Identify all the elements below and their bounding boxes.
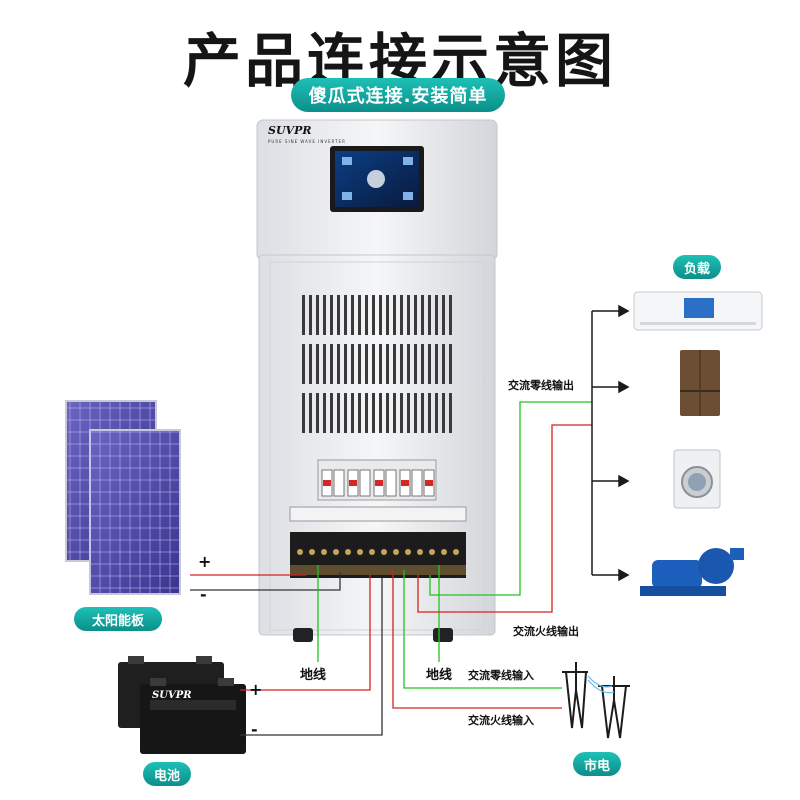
battery-minus-mark: - xyxy=(251,720,258,739)
ac-live-output-label: 交流火线输出 xyxy=(513,625,579,638)
ground-label-right: 地线 xyxy=(426,668,453,683)
solar-plus-mark: + xyxy=(198,552,212,571)
battery-plus-mark: + xyxy=(249,680,263,699)
ac-live-input-label: 交流火线输入 xyxy=(468,714,534,727)
inverter-brand: SUVPR xyxy=(268,124,312,137)
inverter-model-line: PURE SINE WAVE INVERTER xyxy=(268,139,346,144)
subtitle-badge: 傻瓜式连接.安装简单 xyxy=(291,78,505,112)
battery-label: 电池 xyxy=(143,762,191,786)
solar-minus-mark: - xyxy=(200,585,207,604)
ground-label-left: 地线 xyxy=(300,668,327,683)
inverter-top-cabinet xyxy=(256,119,498,261)
power-tower xyxy=(562,662,630,739)
solar-panels xyxy=(65,400,181,595)
solar-panel-label: 太阳能板 xyxy=(74,607,162,631)
battery-brand: SUVPR xyxy=(152,690,192,701)
load-appliances xyxy=(633,291,763,596)
grid-label: 市电 xyxy=(573,752,621,776)
batteries xyxy=(118,656,246,754)
load-label: 负载 xyxy=(673,255,721,279)
ac-neutral-input-label: 交流零线输入 xyxy=(468,669,534,682)
ac-neutral-output-label: 交流零线输出 xyxy=(508,379,574,392)
inverter-bottom-cabinet xyxy=(258,254,496,642)
